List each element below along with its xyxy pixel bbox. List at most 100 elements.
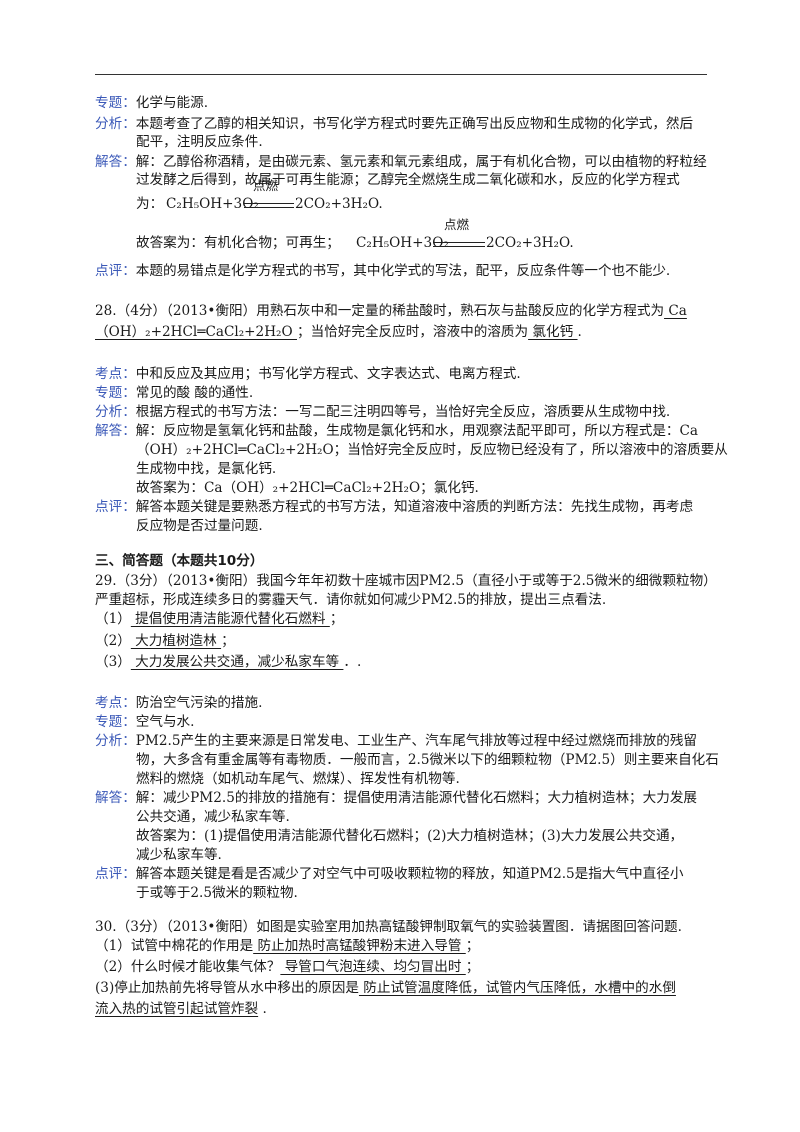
q27-answer-row: 解答：解：乙醇俗称酒精，是由碳元素、氢元素和氧元素组成，属于有机化合物，可以由植… [95, 154, 707, 170]
q27-equation: 为： C₂H₅OH+3O₂ 点燃 2CO₂+3H₂O. [136, 179, 436, 219]
final-eq-right: 2CO₂+3H₂O. [486, 235, 574, 251]
q30-item-2-question: （2）什么时候才能收集气体？ [95, 959, 281, 975]
final-eq-condition: 点燃 [444, 217, 470, 232]
q27-topic-row: 专题：化学与能源. [95, 95, 209, 111]
eq-bar-top [244, 203, 294, 204]
section-heading: 三、简答题（本题共10分） [95, 553, 264, 569]
q28-topic: 常见的酸 酸的通性. [135, 385, 254, 401]
q27-answer-1: 解：乙醇俗称酒精，是由碳元素、氢元素和氧元素组成，属于有机化合物，可以由植物的籽… [135, 154, 707, 170]
q27-analysis-1: 本题考查了乙醇的相关知识，书写化学方程式时要先正确写出反应物和生成物的化学式，然… [135, 116, 694, 132]
q30-item-1: （1）试管中棉花的作用是 防止加热时高锰酸钾粉末进入导管 ； [95, 937, 479, 955]
q30-item-1-answer: 防止加热时高锰酸钾粉末进入导管 [253, 938, 466, 954]
q28-topic-row: 专题：常见的酸 酸的通性. [95, 385, 254, 401]
q28-analysis-row: 分析：根据方程式的书写方法：一写二配三注明四等号，当恰好完全反应，溶质要从生成物… [95, 404, 671, 420]
q28-answer-solute: 氯化钙 [528, 324, 578, 340]
q29-item-2-answer: 大力植树造林 [130, 633, 222, 649]
q30-item-1-question: （1）试管中棉花的作用是 [95, 938, 254, 954]
q29-answer-2: 公共交通，减少私家车等. [136, 809, 290, 825]
q30-item-3: (3)停止加热前先将导管从水中移出的原因是 防止试管温度降低，试管内气压降低，水… [95, 979, 676, 997]
q28-point: 中和反应及其应用；书写化学方程式、文字表达式、电离方程式. [135, 366, 521, 382]
q27-topic: 化学与能源. [135, 95, 209, 111]
q30-item-1-end: ； [465, 938, 480, 954]
q28-answer-4: 故答案为：Ca（OH）₂+2HCl═CaCl₂+2H₂O；氯化钙. [136, 480, 479, 496]
q29-point-row: 考点：防治空气污染的措施. [95, 695, 263, 711]
q29-comment-row: 点评：解答本题关键是看是否减少了对空气中可吸收颗粒物的释放，知道PM2.5是指大… [95, 866, 684, 882]
q28-stem-1a: 28.（4分）（2013•衡阳）用熟石灰中和一定量的稀盐酸时，熟石灰与盐酸反应的… [95, 303, 665, 319]
q28-stem-line-1: 28.（4分）（2013•衡阳）用熟石灰中和一定量的稀盐酸时，熟石灰与盐酸反应的… [95, 302, 687, 320]
final-eq-bar-bottom [433, 246, 485, 247]
analysis-label: 分析 [95, 116, 123, 132]
q27-analysis-2: 配平，注明反应条件. [136, 134, 263, 150]
q29-answer-4: 减少私家车等. [136, 847, 222, 863]
q29-item-2: （2） 大力植树造林 ； [95, 632, 235, 650]
eq-bar-bottom [244, 207, 294, 208]
q28-analysis: 根据方程式的书写方法：一写二配三注明四等号，当恰好完全反应，溶质要从生成物中找. [135, 404, 671, 420]
q29-item-3-end: ．. [343, 654, 362, 670]
q29-stem-1: 29.（3分）（2013•衡阳）我国今年年初数十座城市因PM2.5（直径小于或等… [95, 573, 717, 589]
q29-answer-1: 解：减少PM2.5的排放的措施有：提倡使用清洁能源代替化石燃料；大力植树造林；大… [135, 790, 698, 806]
q30-item-2-end: ； [465, 959, 480, 975]
q28-comment-row: 点评：解答本题关键是要熟悉方程式的书写方法，知道溶液中溶质的判断方法：先找生成物… [95, 499, 694, 515]
q29-item-1-num: （1） [95, 611, 131, 627]
q29-topic: 空气与水. [135, 714, 195, 730]
q29-answer-row: 解答：解：减少PM2.5的排放的措施有：提倡使用清洁能源代替化石燃料；大力植树造… [95, 790, 698, 806]
answer-label: 解答 [95, 154, 123, 170]
analysis-label: 分析 [95, 733, 123, 749]
q30-item-3-answer-2: 流入热的试管引起试管炸裂 [95, 1001, 259, 1017]
q30-item-2-answer: 导管口气泡连续、均匀冒出时 [280, 959, 466, 975]
q28-stem-line-2: （OH）₂+2HCl═CaCl₂+2H₂O ；当恰好完全反应时，溶液中的溶质为 … [95, 323, 582, 341]
q27-final-answer: 故答案为：有机化合物；可再生； C₂H₅OH+3O₂ 点燃 2CO₂+3H₂O. [136, 218, 636, 258]
eq-left: C₂H₅OH+3O₂ [166, 196, 259, 212]
q30-item-3-cont: 流入热的试管引起试管炸裂 . [95, 1000, 267, 1018]
q30-item-2: （2）什么时候才能收集气体？ 导管口气泡连续、均匀冒出时 ； [95, 958, 479, 976]
q28-answer-1: 解：反应物是氢氧化钙和盐酸，生成物是氯化钙和水，用观察法配平即可，所以方程式是：… [135, 423, 699, 439]
q29-stem-2: 严重超标，形成连续多日的雾霾天气．请你就如何减少PM2.5的排放，提出三点看法. [95, 592, 607, 608]
header-rule [95, 74, 707, 75]
comment-label: 点评 [95, 263, 123, 279]
q28-answer-row: 解答：解：反应物是氢氧化钙和盐酸，生成物是氯化钙和水，用观察法配平即可，所以方程… [95, 423, 699, 439]
q28-stem-2b: ；当恰好完全反应时，溶液中的溶质为 [296, 324, 529, 340]
q27-analysis-row: 分析：本题考查了乙醇的相关知识，书写化学方程式时要先正确写出反应物和生成物的化学… [95, 116, 694, 132]
final-eq-bar-top [433, 242, 485, 243]
topic-label: 专题 [95, 714, 123, 730]
q29-analysis-1: PM2.5产生的主要来源是日常发电、工业生产、汽车尾气排放等过程中经过燃烧而排放… [135, 733, 698, 749]
q29-answer-3: 故答案为：(1)提倡使用清洁能源代替化石燃料；(2)大力植树造林；(3)大力发展… [136, 828, 684, 844]
final-prefix: 故答案为：有机化合物；可再生； [136, 235, 340, 251]
q28-answer-2: （OH）₂+2HCl═CaCl₂+2H₂O；当恰好完全反应时，反应物已经没有了，… [136, 442, 728, 458]
q29-analysis-2: 物，大多含有重金属等有毒物质．一般而言，2.5微米以下的细颗粒物（PM2.5）则… [136, 752, 719, 768]
q29-topic-row: 专题：空气与水. [95, 714, 195, 730]
comment-label: 点评 [95, 499, 123, 515]
q30-stem: 30.（3分）（2013•衡阳）如图是实验室用加热高锰酸钾制取氧气的实验装置图．… [95, 919, 682, 935]
q30-item-3-answer-1: 防止试管温度降低，试管内气压降低，水槽中的水倒 [358, 980, 676, 996]
q29-item-1: （1） 提倡使用清洁能源代替化石燃料 ； [95, 610, 343, 628]
q29-comment-1: 解答本题关键是看是否减少了对空气中可吸收颗粒物的释放，知道PM2.5是指大气中直… [135, 866, 684, 882]
point-label: 考点 [95, 366, 123, 382]
topic-label: 专题 [95, 95, 123, 111]
q28-answer-eq-part2: （OH）₂+2HCl═CaCl₂+2H₂O [95, 324, 297, 340]
q30-item-3-end: . [258, 1001, 267, 1017]
q27-answer-2: 过发酵之后得到，故属于可再生能源；乙醇完全燃烧生成二氧化碳和水，反应的化学方程式 [136, 172, 680, 188]
q29-item-2-end: ； [221, 633, 235, 649]
q30-item-3-question: (3)停止加热前先将导管从水中移出的原因是 [95, 980, 359, 996]
q29-analysis-3: 燃料的燃烧（如机动车尾气、燃煤）、挥发性有机物等. [136, 771, 460, 787]
q28-comment-2: 反应物是否过量问题. [136, 518, 263, 534]
q28-stem-end: . [577, 324, 582, 340]
q29-item-3-answer: 大力发展公共交通，减少私家车等 [130, 654, 344, 670]
q28-answer-3: 生成物中找，是氯化钙. [136, 461, 277, 477]
q28-point-row: 考点：中和反应及其应用；书写化学方程式、文字表达式、电离方程式. [95, 366, 521, 382]
q27-comment-row: 点评：本题的易错点是化学方程式的书写，其中化学式的写法，配平，反应条件等一个也不… [95, 263, 671, 279]
comment-label: 点评 [95, 866, 123, 882]
q29-point: 防治空气污染的措施. [135, 695, 263, 711]
q29-comment-2: 于或等于2.5微米的颗粒物. [136, 885, 298, 901]
q27-comment: 本题的易错点是化学方程式的书写，其中化学式的写法，配平，反应条件等一个也不能少. [135, 263, 671, 279]
q29-item-3: （3） 大力发展公共交通，减少私家车等 ．. [95, 653, 361, 671]
q29-item-2-num: （2） [95, 633, 131, 649]
eq-condition: 点燃 [253, 178, 279, 193]
answer-label: 解答 [95, 423, 123, 439]
eq-prefix: 为： [136, 196, 164, 212]
q29-item-1-answer: 提倡使用清洁能源代替化石燃料 [130, 611, 330, 627]
final-eq-left: C₂H₅OH+3O₂ [356, 235, 449, 251]
point-label: 考点 [95, 695, 123, 711]
q28-comment-1: 解答本题关键是要熟悉方程式的书写方法，知道溶液中溶质的判断方法：先找生成物，再考… [135, 499, 694, 515]
q29-item-1-end: ； [329, 611, 344, 627]
